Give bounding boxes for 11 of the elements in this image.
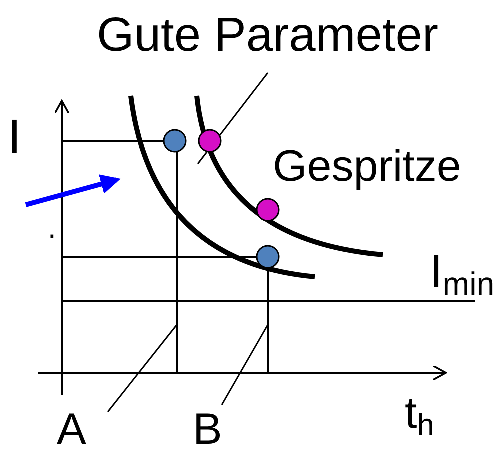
annotation-text: A	[57, 408, 86, 452]
leader-line	[107, 324, 178, 412]
axis-label: t$_{h}$	[405, 392, 434, 442]
tick-mark: .	[48, 214, 56, 244]
annotation-text: B	[193, 408, 222, 452]
leader-line	[197, 72, 269, 164]
curve-label: Gespritze	[273, 145, 462, 189]
axis-label: I	[8, 114, 22, 162]
line-label: I$_{min}$	[430, 248, 495, 300]
annotation-text: Gute Parameter	[97, 12, 438, 60]
leader-line	[221, 324, 269, 406]
